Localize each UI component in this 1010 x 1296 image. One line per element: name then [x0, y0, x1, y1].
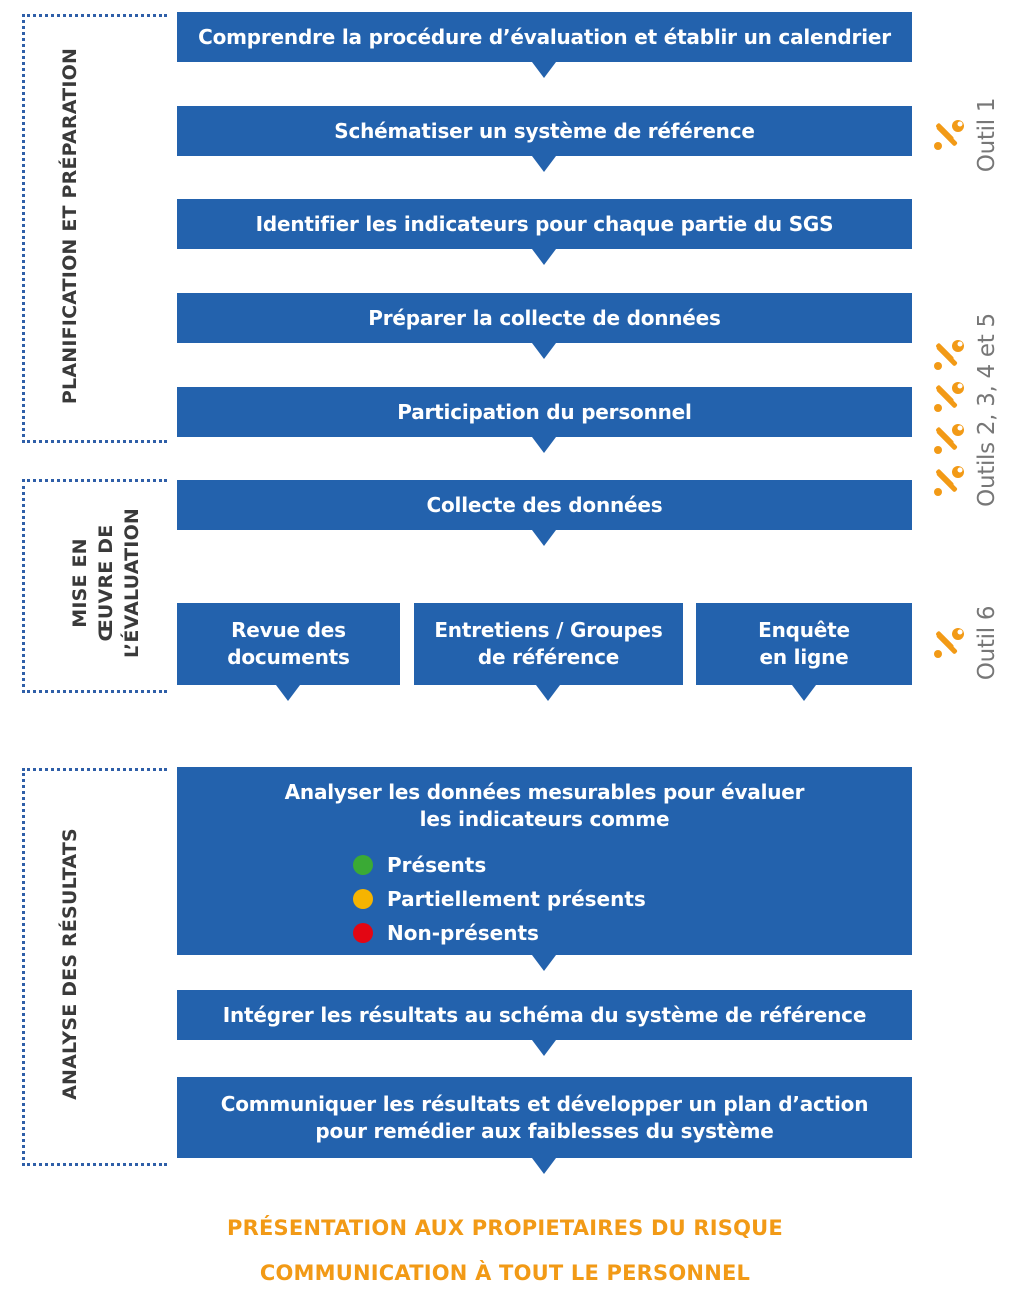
step-identify-indicators: Identifier les indicateurs pour chaque p… [177, 199, 912, 249]
flow-arrow [532, 1158, 556, 1174]
status-dot-green [353, 855, 373, 875]
step-staff-participation: Participation du personnel [177, 387, 912, 437]
footer-staff-communication: COMMUNICATION À TOUT LE PERSONNEL [259, 1261, 751, 1285]
step-document-review: Revue des documents [177, 603, 400, 685]
tool-label-1: Outil 1 [974, 97, 1001, 173]
tools-icon [934, 466, 964, 496]
step-map-system: Schématiser un système de référence [177, 106, 912, 156]
phase-bracket-planning [22, 14, 167, 443]
tool-label-6: Outil 6 [974, 605, 1001, 680]
step-prepare-collection: Préparer la collecte de données [177, 293, 912, 343]
step-integrate-results: Intégrer les résultats au schéma du syst… [177, 990, 912, 1040]
flow-arrow [532, 530, 556, 546]
flow-arrow [532, 437, 556, 453]
tool-label-2-5: Outils 2, 3, 4 et 5 [974, 313, 1000, 507]
phase-label-analysis: ANALYSE DES RÉSULTATS [40, 768, 100, 1160]
tools-icon [934, 424, 964, 454]
step-data-collection: Collecte des données [177, 480, 912, 530]
flow-arrow [532, 343, 556, 359]
tools-icon [934, 340, 964, 370]
step-online-survey: Enquête en ligne [696, 603, 912, 685]
tools-icon [934, 120, 964, 150]
phase-title: PLANIFICATION ET PRÉPARATION [59, 47, 81, 404]
indicator-legend: Présents Partiellement présents Non-prés… [353, 848, 646, 950]
step-interviews: Entretiens / Groupes de référence [414, 603, 683, 685]
flow-arrow [536, 685, 560, 701]
phase-bracket-analysis [22, 768, 167, 1166]
tools-icon [934, 382, 964, 412]
flow-arrow [532, 156, 556, 172]
legend-item-present: Présents [353, 848, 646, 882]
flow-arrow [532, 249, 556, 265]
phase-title: MISE EN ŒUVRE DE L’ÉVALUATION [69, 507, 144, 659]
tools-icon [934, 628, 964, 658]
status-dot-orange [353, 889, 373, 909]
phase-title: ANALYSE DES RÉSULTATS [59, 828, 82, 1100]
footer-risk-owners: PRÉSENTATION AUX PROPIETAIRES DU RISQUE [227, 1216, 783, 1240]
flow-arrow [532, 1040, 556, 1056]
step-analyse-data: Analyser les données mesurables pour éva… [177, 767, 912, 955]
phase-label-planning: PLANIFICATION ET PRÉPARATION [40, 14, 100, 437]
step-communicate-results: Communiquer les résultats et développer … [177, 1077, 912, 1158]
phase-label-implementation: MISE EN ŒUVRE DE L’ÉVALUATION [56, 479, 156, 687]
step-understand-procedure: Comprendre la procédure d’évaluation et … [177, 12, 912, 62]
flow-arrow [276, 685, 300, 701]
legend-item-absent: Non-présents [353, 916, 646, 950]
flow-arrow [532, 62, 556, 78]
status-dot-red [353, 923, 373, 943]
phase-bracket-implementation [22, 479, 167, 693]
flow-arrow [532, 955, 556, 971]
flow-arrow [792, 685, 816, 701]
legend-item-partial: Partiellement présents [353, 882, 646, 916]
